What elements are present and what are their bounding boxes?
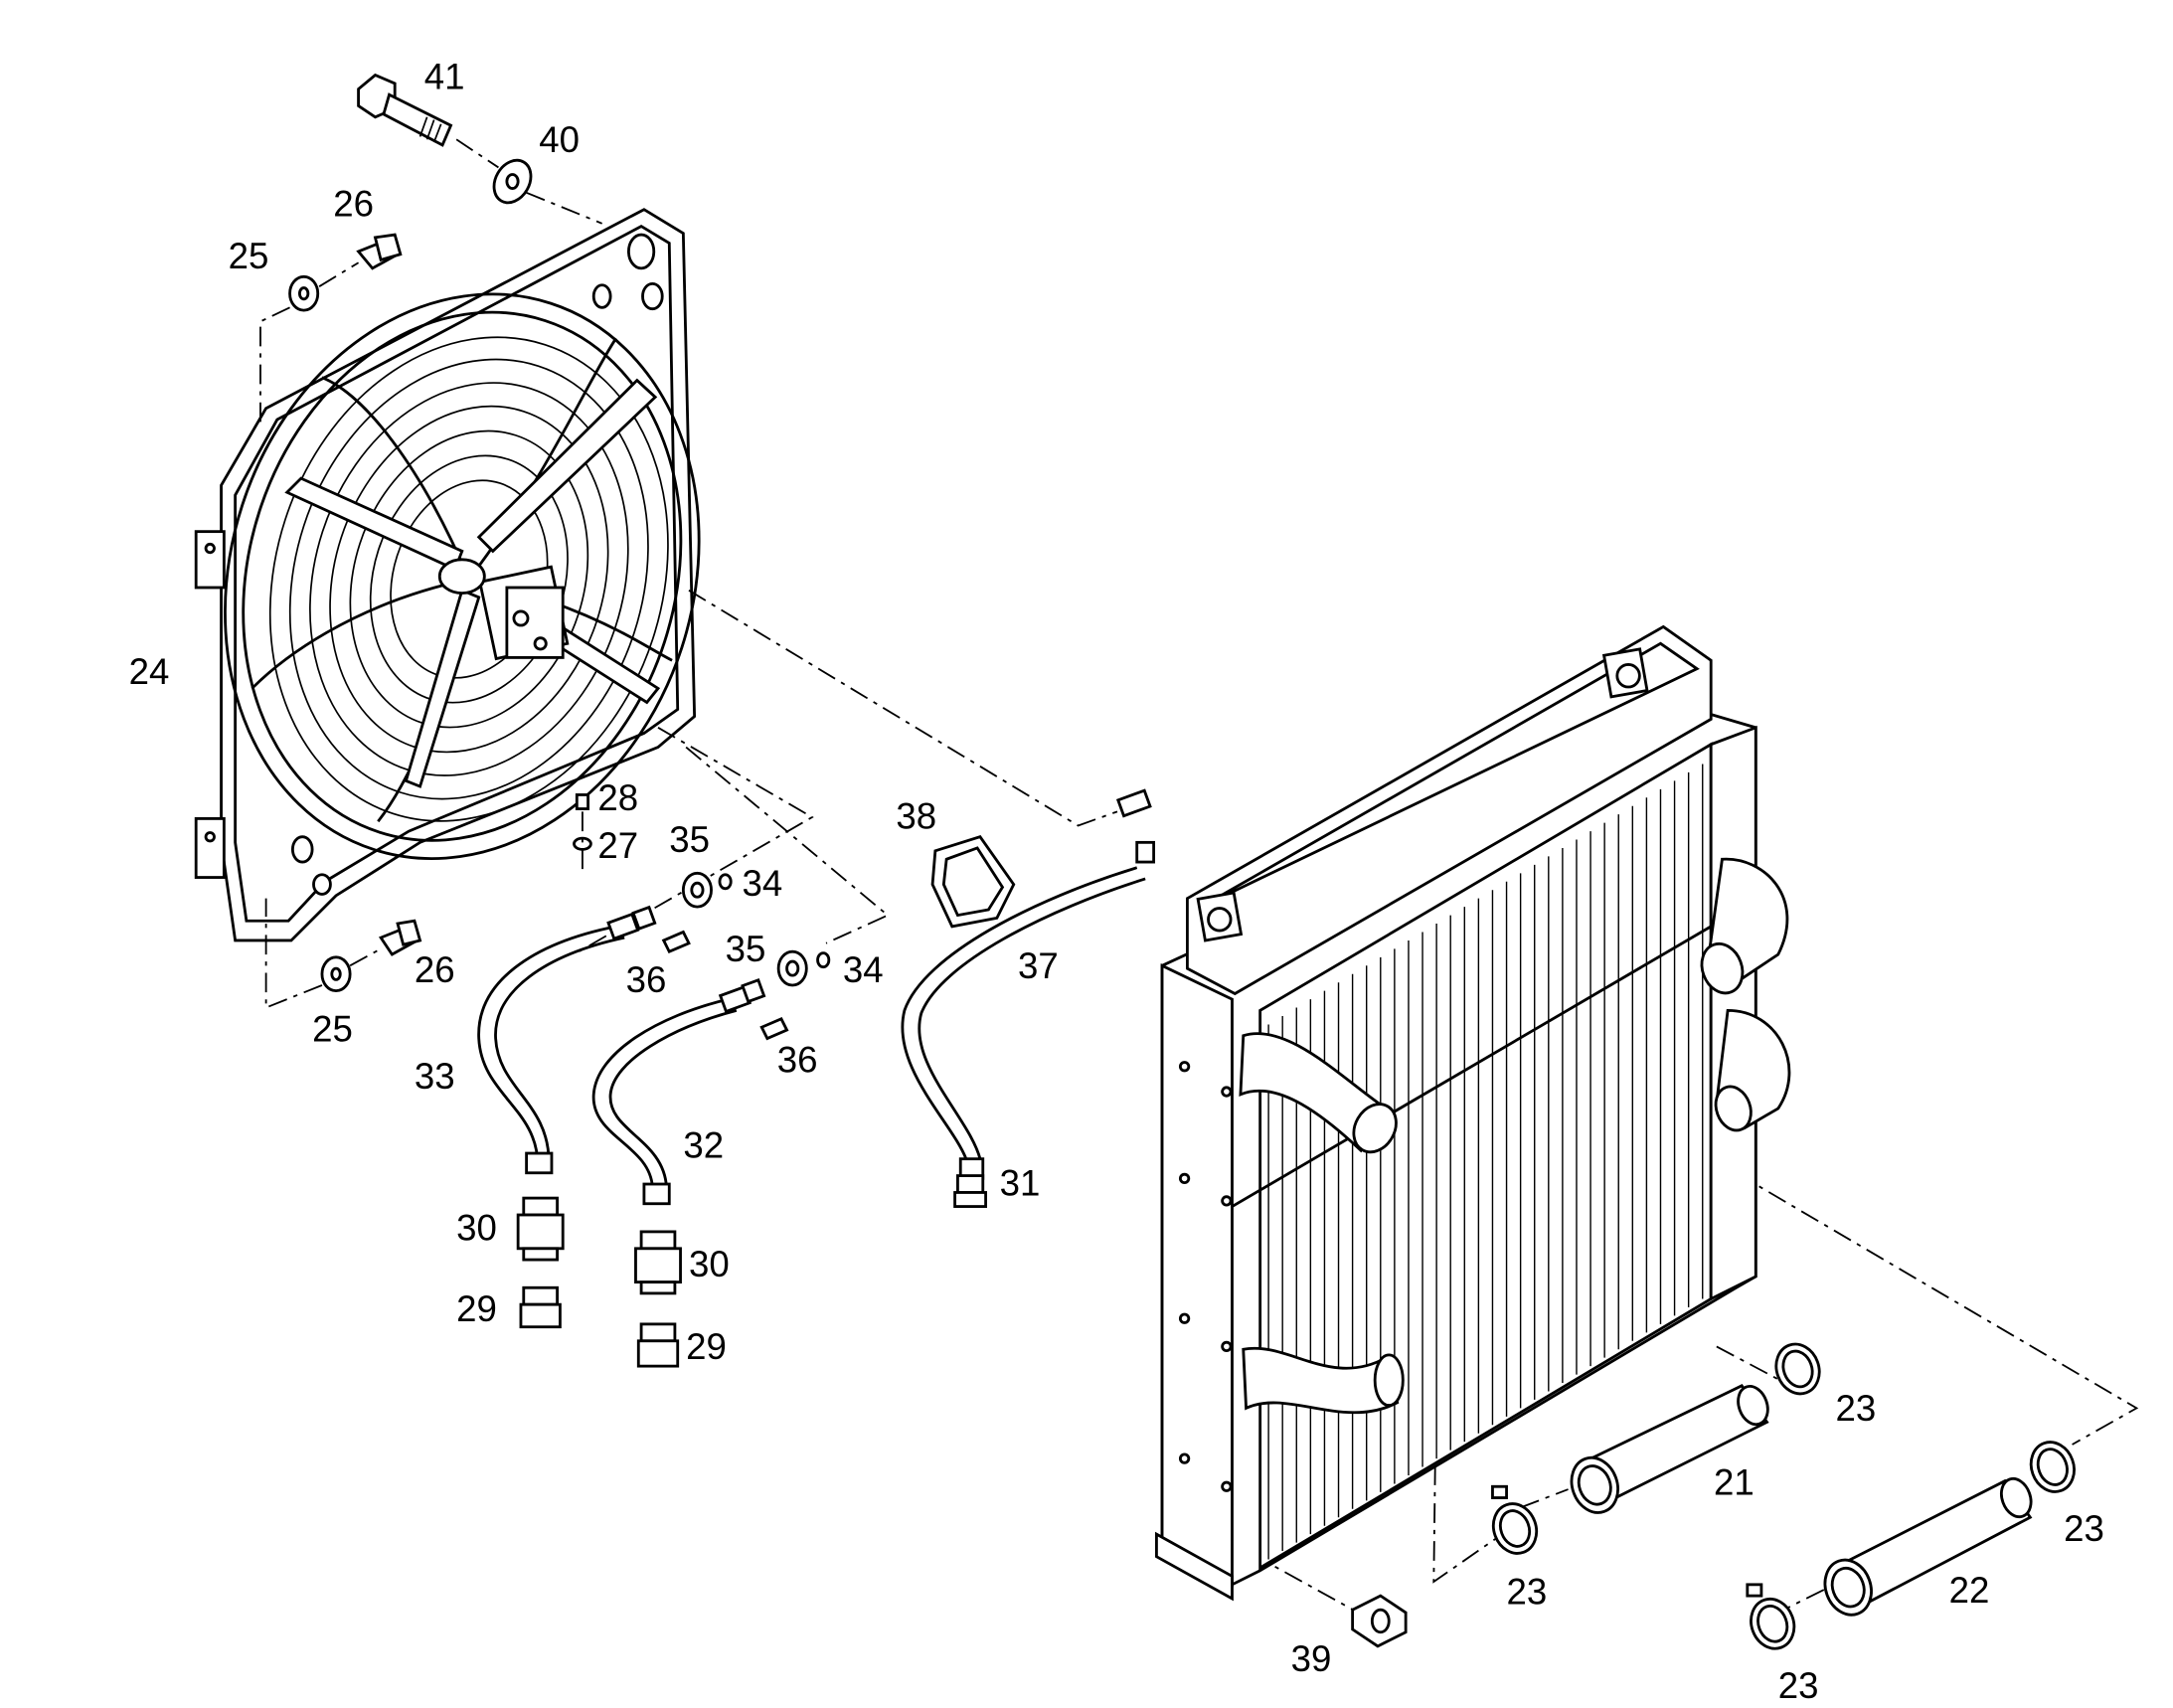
fan-motor-icon — [437, 558, 570, 661]
part-label-36: 36 — [626, 959, 667, 1000]
screw-icon — [661, 930, 691, 954]
part-label-29: 29 — [686, 1326, 727, 1367]
part-label-34: 34 — [743, 863, 783, 904]
screw-icon — [759, 1016, 789, 1041]
part-label-25: 25 — [229, 236, 269, 276]
washer-icon — [320, 955, 352, 993]
part-label-27: 27 — [597, 825, 638, 866]
hose-clamp-icon — [1746, 1583, 1796, 1650]
fitting-icon — [953, 1174, 987, 1208]
part-label-32: 32 — [683, 1124, 724, 1165]
coolant-pipe-icon — [1700, 857, 1791, 1132]
part-label-23: 23 — [1778, 1665, 1819, 1703]
nut-icon — [681, 871, 713, 909]
coolant-pipe-icon — [1239, 1032, 1398, 1154]
hose-clamp-icon — [1774, 1342, 1821, 1396]
part-label-25: 25 — [312, 1008, 353, 1049]
fitting-icon — [516, 1196, 565, 1262]
sensor-cable-icon — [901, 788, 1156, 1180]
o-ring-icon — [816, 951, 831, 969]
part-label-35: 35 — [726, 929, 766, 969]
part-label-22: 22 — [1949, 1570, 1990, 1611]
hose-clamp-icon — [2029, 1441, 2076, 1493]
stud-icon — [378, 919, 422, 956]
part-label-28: 28 — [597, 777, 638, 818]
hydraulic-hose-icon — [591, 978, 766, 1206]
part-label-24: 24 — [129, 651, 170, 692]
part-label-37: 37 — [1018, 945, 1059, 986]
coolant-hose-icon — [1823, 1476, 2033, 1617]
radiator-core-icon — [1155, 624, 1791, 1602]
part-label-36: 36 — [777, 1039, 818, 1080]
grommet-icon — [930, 835, 1016, 929]
bolt-icon — [357, 73, 453, 147]
fan-assembly-icon — [194, 208, 701, 942]
part-label-26: 26 — [333, 184, 374, 225]
fitting-icon — [636, 1322, 680, 1368]
coolant-pipe-icon — [1242, 1346, 1405, 1415]
hose-clamp-icon — [1491, 1484, 1539, 1555]
stud-icon — [356, 233, 403, 270]
part-label-31: 31 — [1000, 1162, 1041, 1203]
hydraulic-hose-icon — [477, 905, 657, 1175]
washer-icon — [492, 158, 533, 205]
part-label-39: 39 — [1291, 1638, 1332, 1679]
part-label-30: 30 — [456, 1207, 497, 1248]
o-ring-icon — [718, 873, 733, 891]
part-label-41: 41 — [424, 57, 465, 97]
part-label-33: 33 — [415, 1056, 455, 1097]
part-label-35: 35 — [669, 819, 710, 860]
part-label-23: 23 — [2064, 1508, 2104, 1549]
part-label-29: 29 — [456, 1288, 497, 1329]
part-label-21: 21 — [1714, 1462, 1755, 1503]
part-label-34: 34 — [843, 949, 884, 990]
washer-icon — [288, 274, 320, 312]
radiator-fins-icon — [1267, 764, 1704, 1560]
part-label-23: 23 — [1836, 1388, 1877, 1429]
part-label-38: 38 — [896, 795, 936, 836]
fitting-icon — [634, 1230, 682, 1295]
drain-plug-icon — [1351, 1594, 1408, 1648]
part-label-40: 40 — [539, 119, 580, 160]
fitting-icon — [519, 1285, 562, 1329]
screw-icon — [575, 793, 589, 810]
part-label-23: 23 — [1507, 1572, 1548, 1613]
part-label-30: 30 — [689, 1244, 730, 1284]
coolant-hose-icon — [1570, 1384, 1769, 1514]
nut-icon — [776, 949, 808, 987]
part-label-26: 26 — [415, 949, 455, 990]
